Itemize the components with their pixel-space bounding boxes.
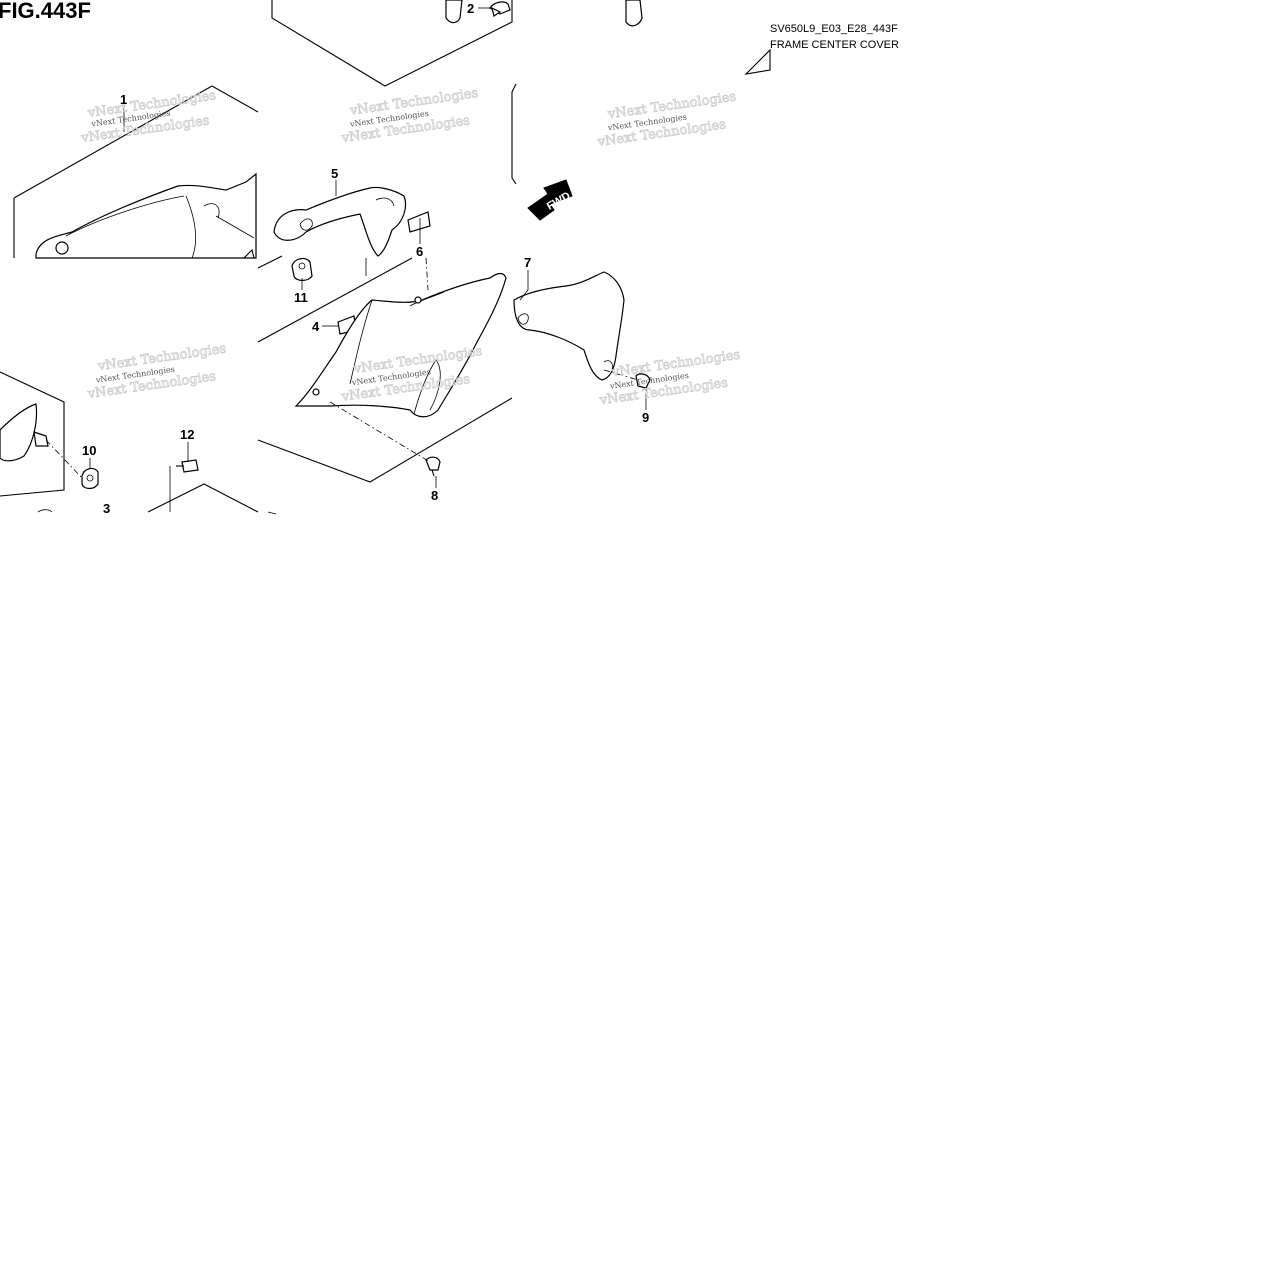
callout-9[interactable]: 9 — [642, 410, 649, 425]
leader-lines — [45, 7, 647, 515]
model-code-label: SV650L9_E03_E28_443F — [770, 23, 898, 35]
plate-outlines — [0, 0, 517, 513]
callout-4[interactable]: 4 — [312, 319, 320, 334]
plate-left-upper — [13, 85, 259, 199]
callout-labels: 1 2 3 4 5 6 7 8 9 10 12 11 — [82, 1, 649, 516]
figure-title: FIG.443F — [0, 0, 91, 23]
part-screw-8 — [425, 456, 441, 477]
part-lower-left-cover — [0, 403, 53, 513]
part-bolt-12 — [176, 459, 199, 473]
part-frame-center-cover — [294, 272, 507, 418]
callout-7[interactable]: 7 — [524, 255, 531, 270]
part-side-cover — [35, 172, 257, 259]
callout-11-bolt[interactable]: 12 — [180, 427, 194, 442]
callout-2[interactable]: 2 — [467, 1, 474, 16]
plate-left-lower — [0, 371, 65, 497]
header-corner-mark — [744, 48, 771, 75]
callout-5[interactable]: 5 — [331, 166, 338, 181]
callout-10[interactable]: 10 — [82, 443, 96, 458]
part-grommet-10 — [81, 467, 99, 490]
part-right-cover — [513, 271, 625, 381]
plate-right-bracket — [511, 83, 517, 185]
callout-11[interactable]: 11 — [294, 290, 308, 305]
part-grommet-11 — [291, 257, 313, 282]
part-fastener-top — [445, 0, 643, 27]
plate-top-center — [271, 0, 513, 87]
part-screw-9 — [635, 373, 651, 389]
callout-3[interactable]: 3 — [103, 501, 110, 516]
plate-center-lower — [257, 397, 513, 483]
callout-8[interactable]: 8 — [431, 488, 438, 503]
part-upper-bracket — [273, 186, 407, 257]
callout-1[interactable]: 1 — [120, 92, 127, 107]
plate-bottom-center — [147, 483, 259, 513]
section-name-label: FRAME CENTER COVER — [770, 39, 899, 51]
callout-6[interactable]: 6 — [416, 244, 423, 259]
forward-direction-arrow: FWD — [527, 179, 573, 221]
part-pad-6 — [407, 211, 431, 233]
